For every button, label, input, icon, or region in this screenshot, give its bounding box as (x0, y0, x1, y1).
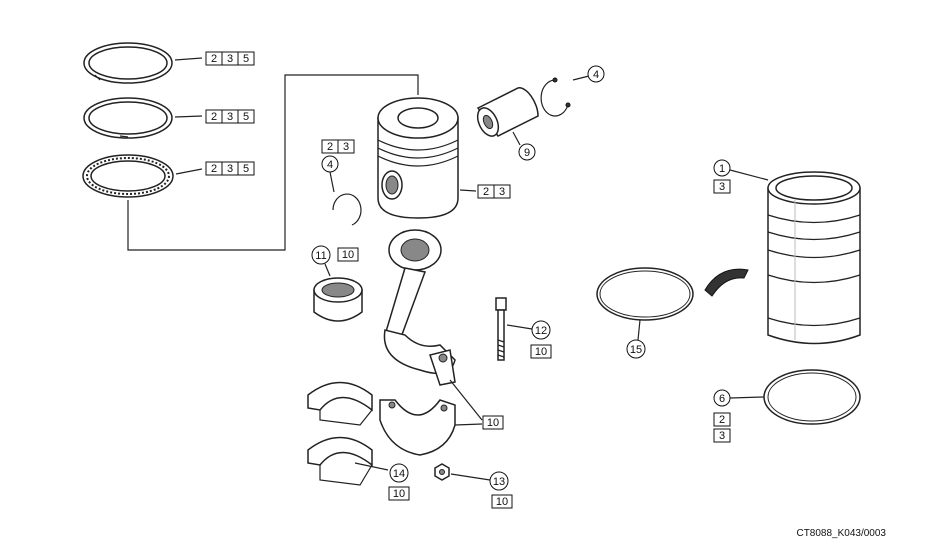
box-value: 2 (211, 163, 217, 175)
callout-label: 14 (393, 468, 405, 480)
ref-box-nut13: 10 (491, 494, 513, 509)
piston-ring-top (83, 42, 173, 84)
box-value: 3 (227, 163, 233, 175)
box-value: 5 (243, 111, 249, 123)
small-end-bushing (313, 277, 363, 322)
ref-box-bearing11: 10 (337, 247, 359, 262)
piston (377, 97, 459, 219)
leader-line (454, 423, 483, 426)
snap-ring-pin (540, 77, 571, 117)
callout-12: 12 (531, 320, 551, 340)
box-value: 10 (342, 249, 354, 261)
callout-9: 9 (518, 143, 536, 161)
bearing-shell-upper (307, 381, 373, 426)
callout-label: 12 (535, 325, 547, 337)
leader-line (459, 189, 477, 192)
callout-13: 13 (489, 471, 509, 491)
leader-line (354, 462, 389, 471)
callout-label: 11 (315, 250, 326, 262)
box-value: 10 (487, 417, 499, 429)
box-value: 10 (496, 496, 508, 508)
callout-6: 6 (713, 389, 731, 407)
callout-4-left: 4 (321, 155, 339, 173)
snap-ring-left (332, 193, 362, 226)
callout-14: 14 (389, 463, 409, 483)
leader-line (174, 57, 203, 61)
leader-line (324, 263, 331, 277)
leader-line (729, 169, 769, 181)
leader-line (329, 171, 335, 193)
leader-line (729, 396, 765, 399)
callout-label: 4 (327, 159, 333, 171)
callout-label: 15 (630, 344, 642, 356)
box-value: 2 (211, 53, 217, 65)
ref-box-seal6: 2 3 (713, 412, 731, 443)
piston-pin (476, 87, 539, 137)
callout-11: 11 (311, 245, 331, 265)
oil-control-ring (82, 154, 174, 198)
leader-line (637, 319, 641, 341)
callout-15: 15 (626, 339, 646, 359)
ref-box-bearing14: 10 (388, 486, 410, 501)
leader-line (450, 473, 491, 481)
callout-label: 6 (719, 393, 725, 405)
box-value: 10 (393, 488, 405, 500)
ref-box-ring1: 2 3 5 (205, 51, 255, 66)
ref-box-piston: 2 3 (477, 184, 511, 199)
box-value: 3 (719, 430, 725, 442)
callout-label: 9 (524, 147, 530, 159)
box-value: 3 (719, 181, 725, 193)
rod-nut (434, 463, 450, 481)
ref-box-rod10: 10 (482, 415, 504, 430)
leader-line (512, 131, 521, 146)
piston-ring-middle (83, 97, 173, 139)
ref-box-ring2: 2 3 5 (205, 109, 255, 124)
box-value: 3 (227, 111, 233, 123)
box-value: 3 (343, 141, 349, 153)
o-ring (596, 267, 694, 321)
rod-bolt (495, 297, 507, 361)
install-arrow (704, 268, 749, 297)
leader-line (175, 168, 203, 175)
box-value: 5 (243, 163, 249, 175)
callout-1: 1 (713, 159, 731, 177)
box-value: 2 (327, 141, 333, 153)
box-value: 2 (211, 111, 217, 123)
leader-line (449, 379, 483, 421)
leader-line (572, 75, 590, 81)
box-value: 3 (499, 186, 505, 198)
connecting-rod-cap (379, 399, 456, 456)
callout-label: 13 (493, 476, 505, 488)
ref-box-ring3: 2 3 5 (205, 161, 255, 176)
box-value: 5 (243, 53, 249, 65)
ring-group-bracket (127, 74, 419, 251)
leader-line (506, 324, 533, 330)
liner-seal (763, 369, 861, 425)
callout-label: 1 (719, 163, 725, 175)
box-value: 10 (535, 346, 547, 358)
box-value: 2 (719, 414, 725, 426)
callout-label: 4 (593, 69, 599, 81)
leader-line (174, 115, 203, 118)
connecting-rod (383, 229, 456, 386)
ref-box-bolt12: 10 (530, 344, 552, 359)
ref-box-snap-ring: 2 3 (321, 139, 355, 154)
box-value: 2 (483, 186, 489, 198)
callout-4-top: 4 (587, 65, 605, 83)
figure-reference-code: CT8088_K043/0003 (796, 528, 886, 539)
ref-box-liner: 3 (713, 179, 731, 194)
cylinder-liner (767, 171, 861, 345)
box-value: 3 (227, 53, 233, 65)
bearing-shell-lower (307, 436, 373, 486)
